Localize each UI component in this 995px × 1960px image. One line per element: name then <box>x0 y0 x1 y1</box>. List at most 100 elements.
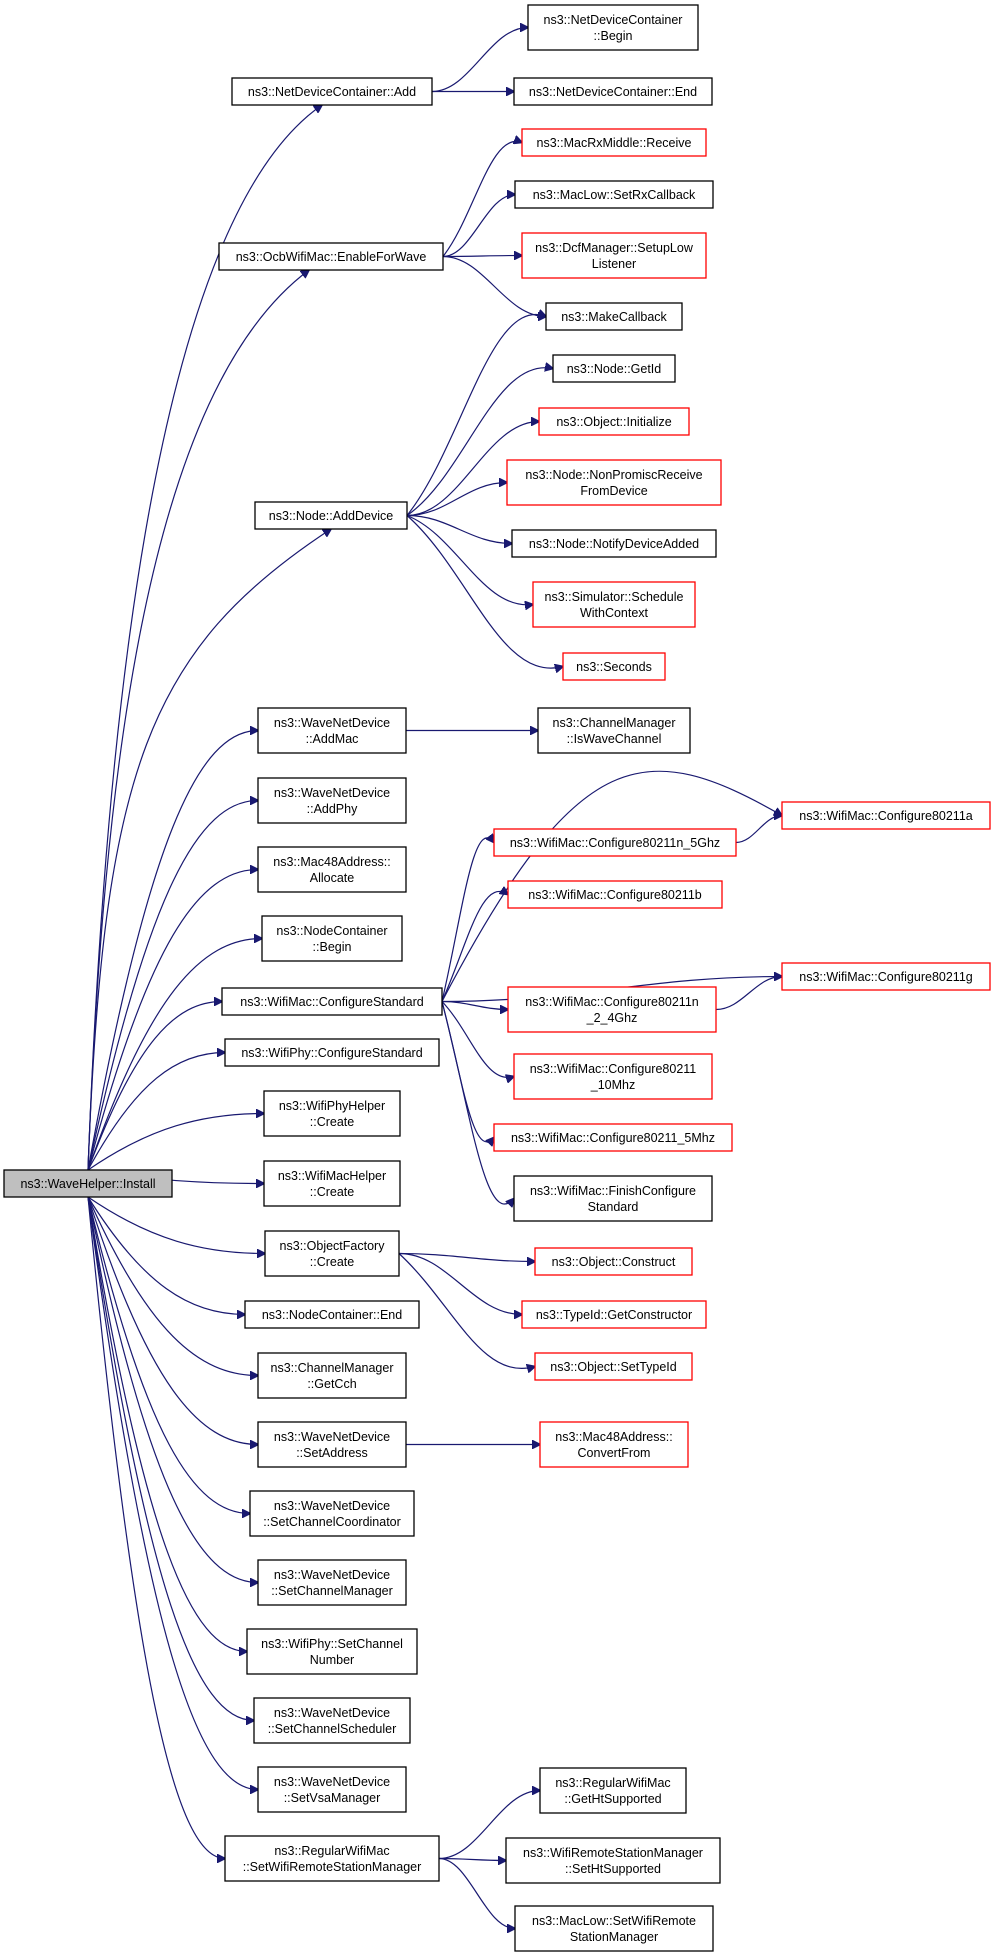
node-obj-construct[interactable]: ns3::Object::Construct <box>534 1247 693 1276</box>
node-label: ns3::MakeCallback <box>561 310 667 324</box>
node-typeid-getctor[interactable]: ns3::TypeId::GetConstructor <box>521 1300 707 1329</box>
call-edge-node_adddevice-to-sim_schedule <box>406 514 533 605</box>
call-edge-install-to-wnd_setcoord <box>87 1196 250 1514</box>
node-label: ns3::WaveNetDevice <box>274 1430 390 1444</box>
node-wnd-setsched[interactable]: ns3::WaveNetDevice::SetChannelScheduler <box>253 1697 411 1744</box>
node-wnd-addphy[interactable]: ns3::WaveNetDevice::AddPhy <box>257 777 407 824</box>
node-label: ::SetAddress <box>296 1446 368 1460</box>
node-wrsm-setht[interactable]: ns3::WifiRemoteStationManager::SetHtSupp… <box>505 1837 721 1884</box>
node-mac48-alloc[interactable]: ns3::Mac48Address::Allocate <box>257 846 407 893</box>
node-label: ns3::WifiMac::Configure80211n <box>525 995 699 1009</box>
node-ndc-end[interactable]: ns3::NetDeviceContainer::End <box>513 77 713 106</box>
node-box <box>264 1230 400 1277</box>
call-edge-of_create-to-obj_construct <box>398 1252 535 1262</box>
node-wm-5mhz[interactable]: ns3::WifiMac::Configure80211_5Mhz <box>493 1123 733 1152</box>
node-cm-getcch[interactable]: ns3::ChannelManager::GetCch <box>257 1352 407 1399</box>
node-node-getid[interactable]: ns3::Node::GetId <box>552 354 676 383</box>
call-edge-wm_configstd-to-wm_80211n5 <box>441 838 494 1002</box>
node-box <box>506 459 722 506</box>
node-wm-80211b[interactable]: ns3::WifiMac::Configure80211b <box>507 880 723 909</box>
node-label: ns3::WaveNetDevice <box>274 1568 390 1582</box>
node-label: ns3::DcfManager::SetupLow <box>535 241 694 255</box>
node-ocb-enable[interactable]: ns3::OcbWifiMac::EnableForWave <box>218 242 444 271</box>
node-wnd-setmgr[interactable]: ns3::WaveNetDevice::SetChannelManager <box>257 1559 407 1606</box>
call-edge-wm_configstd-to-wm_5mhz <box>441 1001 494 1142</box>
node-box <box>224 1835 440 1882</box>
node-mac48-convert[interactable]: ns3::Mac48Address::ConvertFrom <box>539 1421 689 1468</box>
node-box <box>539 1421 689 1468</box>
call-edge-install-to-node_adddevice <box>87 529 331 1171</box>
node-obj-settypeid[interactable]: ns3::Object::SetTypeId <box>534 1352 693 1381</box>
node-wm-configstd[interactable]: ns3::WifiMac::ConfigureStandard <box>221 987 443 1016</box>
node-box <box>514 1905 714 1952</box>
node-label: ::GetCch <box>307 1377 356 1391</box>
node-label: ns3::MacLow::SetRxCallback <box>533 188 696 202</box>
call-edge-ndc_add-to-ndc_begin <box>431 28 528 93</box>
node-wm-80211n5[interactable]: ns3::WifiMac::Configure80211n_5Ghz <box>493 828 737 857</box>
node-label: ns3::Simulator::Schedule <box>545 590 684 604</box>
node-label: ns3::RegularWifiMac <box>555 1776 670 1790</box>
node-box <box>521 1300 707 1329</box>
node-seconds[interactable]: ns3::Seconds <box>562 652 666 681</box>
node-node-adddevice[interactable]: ns3::Node::AddDevice <box>254 501 408 530</box>
node-label: ns3::Node::GetId <box>567 362 662 376</box>
call-edge-install-to-ocb_enable <box>87 270 309 1171</box>
node-nc-end[interactable]: ns3::NodeContainer::End <box>244 1300 420 1329</box>
node-box <box>511 529 717 558</box>
node-box <box>3 1169 173 1198</box>
node-label: ns3::WifiMac::Configure80211g <box>799 970 973 984</box>
node-wnd-setvsa[interactable]: ns3::WaveNetDevice::SetVsaManager <box>257 1766 407 1813</box>
node-label: ns3::Object::Initialize <box>556 415 671 429</box>
node-wnd-setaddr[interactable]: ns3::WaveNetDevice::SetAddress <box>257 1421 407 1468</box>
node-wm-80211g[interactable]: ns3::WifiMac::Configure80211g <box>781 962 991 991</box>
node-label: ConvertFrom <box>578 1446 651 1460</box>
node-maclow-setrx[interactable]: ns3::MacLow::SetRxCallback <box>514 180 714 209</box>
call-edge-install-to-wp_setchnum <box>87 1196 247 1652</box>
node-wph-create[interactable]: ns3::WifiPhyHelper::Create <box>263 1090 401 1137</box>
node-label: ns3::WifiMac::Configure80211n_5Ghz <box>510 836 720 850</box>
node-wnd-addmac[interactable]: ns3::WaveNetDevice::AddMac <box>257 707 407 754</box>
node-cm-iswave[interactable]: ns3::ChannelManager::IsWaveChannel <box>537 707 691 754</box>
node-box <box>507 986 717 1033</box>
node-wm-10mhz[interactable]: ns3::WifiMac::Configure80211_10Mhz <box>513 1053 713 1100</box>
node-obj-init[interactable]: ns3::Object::Initialize <box>538 407 690 436</box>
node-label: ns3::NodeContainer::End <box>262 1308 402 1322</box>
node-label: ::SetVsaManager <box>284 1791 381 1805</box>
node-wm-80211a[interactable]: ns3::WifiMac::Configure80211a <box>781 801 991 830</box>
call-edge-install-to-nc_begin <box>87 939 262 1171</box>
node-rwm-getht[interactable]: ns3::RegularWifiMac::GetHtSupported <box>539 1767 687 1814</box>
node-wm-80211n24[interactable]: ns3::WifiMac::Configure80211n_2_4Ghz <box>507 986 717 1033</box>
call-edge-wm_configstd-to-wm_10mhz <box>441 1001 514 1078</box>
node-maclow-setrsm[interactable]: ns3::MacLow::SetWifiRemoteStationManager <box>514 1905 714 1952</box>
node-wmh-create[interactable]: ns3::WifiMacHelper::Create <box>263 1160 401 1207</box>
node-box <box>538 407 690 436</box>
node-wp-configstd[interactable]: ns3::WifiPhy::ConfigureStandard <box>224 1038 440 1067</box>
node-label: ns3::WifiPhy::ConfigureStandard <box>241 1046 422 1060</box>
node-box <box>532 581 696 628</box>
node-box <box>562 652 666 681</box>
node-ndc-add[interactable]: ns3::NetDeviceContainer::Add <box>231 77 433 106</box>
node-box <box>505 1837 721 1884</box>
node-box <box>539 1767 687 1814</box>
node-node-notify[interactable]: ns3::Node::NotifyDeviceAdded <box>511 529 717 558</box>
call-edge-install-to-wnd_setaddr <box>87 1196 258 1445</box>
node-makecallback[interactable]: ns3::MakeCallback <box>545 302 683 331</box>
node-of-create[interactable]: ns3::ObjectFactory::Create <box>264 1230 400 1277</box>
call-edge-node_adddevice-to-node_nonpromisc <box>406 483 507 517</box>
node-label: ns3::MacLow::SetWifiRemote <box>532 1914 696 1928</box>
node-nc-begin[interactable]: ns3::NodeContainer::Begin <box>261 915 403 962</box>
node-label: ::SetChannelManager <box>271 1584 393 1598</box>
node-wnd-setcoord[interactable]: ns3::WaveNetDevice::SetChannelCoordinato… <box>249 1490 415 1537</box>
node-macrx-receive[interactable]: ns3::MacRxMiddle::Receive <box>521 128 707 157</box>
call-edge-install-to-wnd_setvsa <box>87 1196 258 1790</box>
node-label: ns3::TypeId::GetConstructor <box>536 1308 692 1322</box>
node-install[interactable]: ns3::WaveHelper::Install <box>3 1169 173 1198</box>
node-ndc-begin[interactable]: ns3::NetDeviceContainer::Begin <box>527 4 699 51</box>
call-edge-wm_configstd-to-wm_80211n24 <box>441 1000 508 1010</box>
node-rwm-setrsm[interactable]: ns3::RegularWifiMac::SetWifiRemoteStatio… <box>224 1835 440 1882</box>
